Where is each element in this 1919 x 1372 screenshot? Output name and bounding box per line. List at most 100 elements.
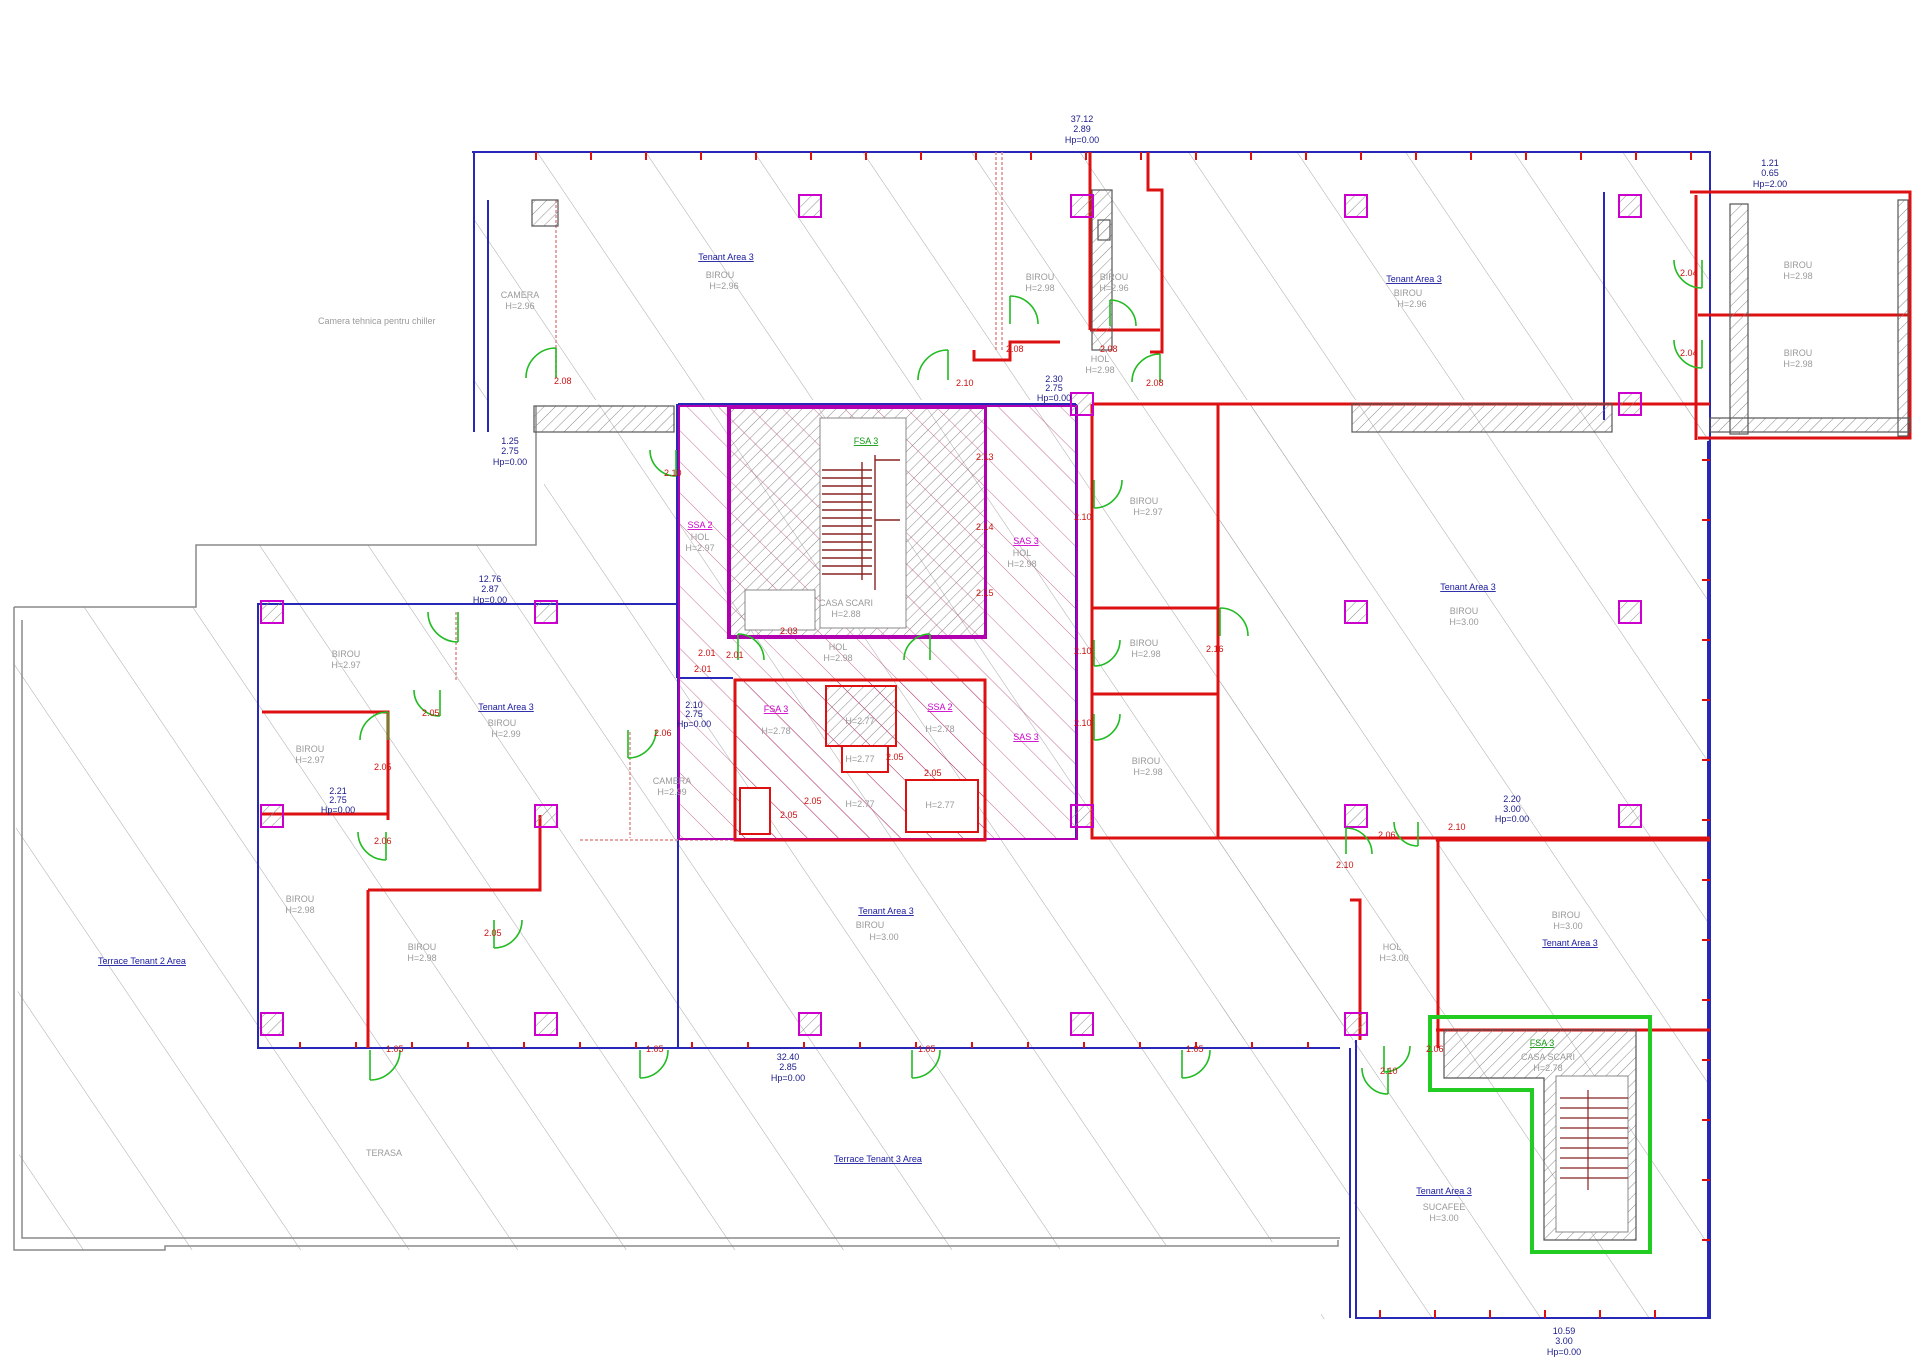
door-code: 2.10 <box>1074 718 1092 728</box>
column <box>1618 600 1642 624</box>
door-swing <box>357 831 387 861</box>
label-birou-r2-h: H=2.98 <box>1131 649 1160 659</box>
label-birou-l1-h: H=2.97 <box>331 660 360 670</box>
label-birou-l2-h: H=2.97 <box>295 755 324 765</box>
door-code: 2.06 <box>374 836 392 846</box>
door-code: 2.13 <box>976 452 994 462</box>
door-code: 1.05 <box>646 1044 664 1054</box>
label-h-lc1: H=2.78 <box>761 726 790 736</box>
door-swing <box>427 611 459 643</box>
note-chiller: Camera tehnica pentru chiller <box>318 316 436 326</box>
label-birou-l3-h: H=2.98 <box>285 905 314 915</box>
label-fsa-lc1: FSA 3 <box>764 704 789 714</box>
door-swing <box>525 347 557 379</box>
door-code: 2.04 <box>1680 348 1698 358</box>
column <box>1070 804 1094 828</box>
label-hol-top-h: H=2.98 <box>1085 365 1114 375</box>
label-birou-top-right: BIROU <box>1394 288 1423 298</box>
door-swing <box>1393 821 1419 847</box>
door-code: 2.05 <box>886 752 904 762</box>
label-birou-left: BIROU <box>488 718 517 728</box>
label-birou-tr2-h: H=2.98 <box>1783 359 1812 369</box>
dim-d230-3: Hp=0.00 <box>1037 393 1071 403</box>
columns <box>260 194 1642 1036</box>
column <box>798 194 822 218</box>
door-swing <box>493 919 523 949</box>
dim-ld221-1: 2.21 <box>329 786 347 796</box>
label-fsa3-core: FSA 3 <box>854 436 879 446</box>
door-swing <box>1093 713 1121 741</box>
door-swing <box>1673 339 1703 369</box>
door-swing <box>359 711 389 741</box>
door-swing <box>639 1049 669 1079</box>
label-tenant-left: Tenant Area 3 <box>478 702 534 712</box>
door-code: 2.14 <box>976 522 994 532</box>
label-h-top-left: H=2.96 <box>709 281 738 291</box>
dim-d210-2: 2.75 <box>685 709 703 719</box>
dim-lt-2: 2.75 <box>501 446 519 456</box>
label-tenant-top-left: Tenant Area 3 <box>698 252 754 262</box>
label-birou-tr1-h: H=2.98 <box>1783 271 1812 281</box>
door-swing <box>1673 259 1703 289</box>
door-swing <box>903 633 931 661</box>
column <box>1070 1012 1094 1036</box>
label-casa-scari-core: CASA SCARI <box>819 598 873 608</box>
door-code: 2.10 <box>1074 646 1092 656</box>
column <box>1070 392 1094 416</box>
dim-br-3: Hp=0.00 <box>1547 1347 1581 1357</box>
door-swing <box>1345 827 1373 855</box>
door-swing <box>1131 353 1161 383</box>
label-tenant-top-right: Tenant Area 3 <box>1386 274 1442 284</box>
door-swing <box>1109 299 1137 327</box>
label-tenant-mid: Tenant Area 3 <box>858 906 914 916</box>
label-hol-right-h: H=3.00 <box>1379 953 1408 963</box>
door-swing <box>1219 607 1249 637</box>
column <box>1344 600 1368 624</box>
label-h-lc2: H=2.78 <box>925 724 954 734</box>
label-terrace-2: Terrace Tenant 2 Area <box>98 956 186 966</box>
dim-right-2: 3.00 <box>1503 804 1521 814</box>
label-h-lc6: H=2.77 <box>925 800 954 810</box>
dim-top-right-2: 0.65 <box>1761 168 1779 178</box>
label-hol-right-core: HOL <box>1013 548 1032 558</box>
label-birou-r1-h: H=2.97 <box>1133 507 1162 517</box>
door-code: 2.03 <box>780 626 798 636</box>
door-code: 2.05 <box>374 762 392 772</box>
dim-d230-2: 2.75 <box>1045 383 1063 393</box>
dim-d210-1: 2.10 <box>685 700 703 710</box>
label-tenant-br: Tenant Area 3 <box>1416 1186 1472 1196</box>
door-code: 1.05 <box>386 1044 404 1054</box>
label-h-top-right: H=2.96 <box>1397 299 1426 309</box>
staircase-core <box>729 407 986 637</box>
label-birou-r2: BIROU <box>1130 638 1159 648</box>
column <box>1070 194 1094 218</box>
door-code: 2.05 <box>780 810 798 820</box>
label-birou-left-h: H=2.99 <box>491 729 520 739</box>
dim-lm-2: 2.87 <box>481 584 499 594</box>
column <box>260 600 284 624</box>
column <box>1618 194 1642 218</box>
dim-right-3: Hp=0.00 <box>1495 814 1529 824</box>
door-swing <box>369 1049 401 1081</box>
label-hol-core-h: H=2.98 <box>823 653 852 663</box>
dim-bottom-1: 32.40 <box>777 1052 800 1062</box>
light-partitions <box>455 152 1003 841</box>
label-birou-mid-h: H=3.00 <box>869 932 898 942</box>
dim-lm-1: 12.76 <box>479 574 502 584</box>
door-code: 1.05 <box>918 1044 936 1054</box>
dim-lt-3: Hp=0.00 <box>493 457 527 467</box>
label-ssa-left: SSA 2 <box>687 520 712 530</box>
dim-ld221-3: Hp=0.00 <box>321 805 355 815</box>
label-casa-scari-core-h: H=2.88 <box>831 609 860 619</box>
label-birou-right: BIROU <box>1450 606 1479 616</box>
label-hol-top: HOL <box>1091 354 1110 364</box>
column <box>798 1012 822 1036</box>
column <box>1618 804 1642 828</box>
label-birou-l4: BIROU <box>408 942 437 952</box>
lower-core <box>733 678 987 842</box>
label-birou-right-h: H=3.00 <box>1449 617 1478 627</box>
column <box>260 804 284 828</box>
label-fsa-right: FSA 3 <box>1530 1038 1555 1048</box>
column <box>534 600 558 624</box>
door-swing <box>1181 1049 1211 1079</box>
